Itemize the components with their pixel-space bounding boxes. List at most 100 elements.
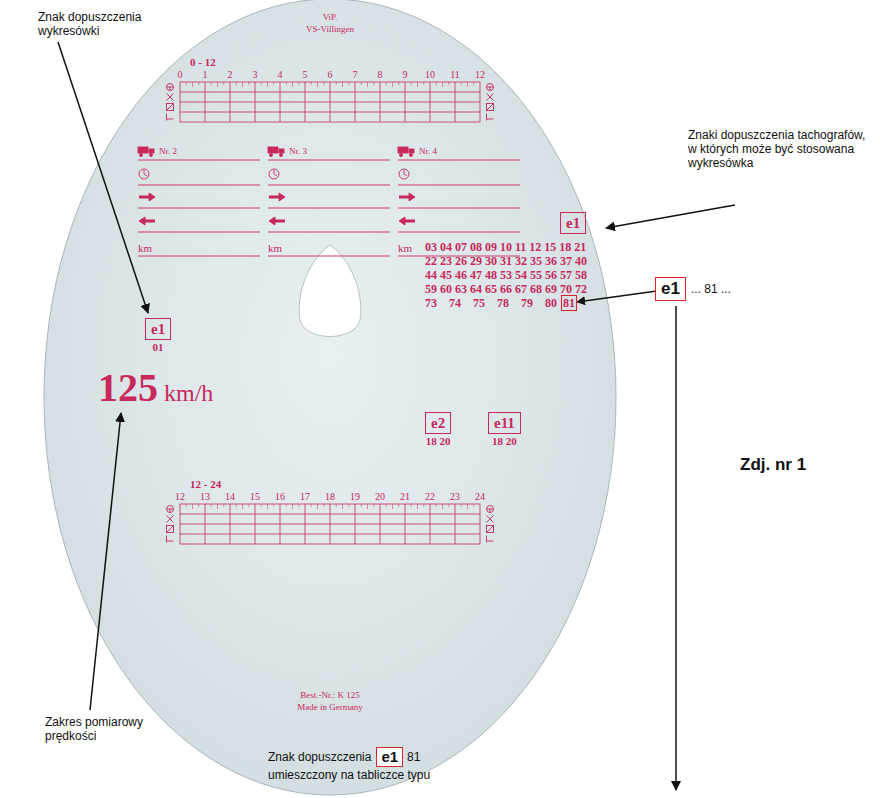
activity-icon <box>167 516 174 523</box>
callout-mark-box: e1... 81 ... <box>655 277 686 301</box>
grid-tick <box>242 82 243 87</box>
grid-hour-line <box>430 82 431 122</box>
arrow-left-icon <box>274 220 285 223</box>
vehicle-panel <box>138 147 260 256</box>
mark-text: e1 <box>566 215 580 231</box>
grid-tick <box>473 82 474 85</box>
grid-tick <box>273 82 274 85</box>
grid-tick <box>361 82 362 85</box>
activity-icon <box>487 84 494 91</box>
entry-line <box>138 208 260 209</box>
grid-tick <box>198 504 199 507</box>
entry-line <box>138 185 260 186</box>
truck-icon <box>138 147 148 153</box>
clock-icon <box>399 169 409 179</box>
label-text: 44 45 46 47 48 53 54 55 56 57 58 <box>425 268 587 282</box>
grid-tick <box>323 82 324 85</box>
entry-line <box>268 160 390 161</box>
label-text: 12 <box>475 69 485 80</box>
label-text: 11 <box>450 69 460 80</box>
mark-number: 01 <box>153 341 164 353</box>
availability-icon <box>167 104 174 111</box>
grid-hour-line <box>330 82 331 122</box>
clock-icon <box>274 170 277 176</box>
grid-tick <box>336 504 337 507</box>
hammers-icon <box>487 516 494 523</box>
grid-hour-line <box>280 82 281 122</box>
label-text: 22 <box>425 491 435 502</box>
arrow-right-icon <box>279 193 285 201</box>
grid-tick <box>423 504 424 507</box>
label-text: 03 04 07 08 09 10 11 12 15 18 21 <box>425 240 586 254</box>
entry-line <box>398 208 520 209</box>
grid-tick <box>317 504 318 509</box>
grid-tick <box>411 82 412 85</box>
grid-tick <box>423 82 424 85</box>
rest-icon <box>487 541 494 542</box>
grid-tick <box>392 504 393 509</box>
grid-tick <box>286 504 287 507</box>
entry-line <box>268 208 390 209</box>
grid-tick <box>317 82 318 87</box>
label-text: 19 <box>350 491 360 502</box>
label-text: 10 <box>425 69 435 80</box>
label-text: Znak dopuszczenia wykresówki <box>38 10 168 38</box>
mark-text: e1 <box>661 279 680 298</box>
clock-icon <box>404 170 407 176</box>
truck-wheel <box>410 154 413 157</box>
grid-tick <box>298 504 299 507</box>
leader-arrow <box>58 42 148 313</box>
grid-tick <box>348 82 349 85</box>
arrow-right-icon <box>139 196 150 199</box>
truck-icon <box>409 149 414 153</box>
center-hole <box>299 245 361 337</box>
entry-line <box>138 232 260 233</box>
steering-wheel-icon <box>170 87 171 91</box>
label-text: Best.-Nr.: K 125 <box>300 690 360 701</box>
label-text: 21 <box>400 491 410 502</box>
arrow-right-icon <box>409 193 415 201</box>
approval-mark-box: e1118 20 <box>488 412 521 434</box>
grid-tick <box>192 504 193 509</box>
label-text: Zakres pomiarowy prędkości <box>45 715 160 743</box>
grid-tick <box>311 82 312 85</box>
grid-hour-line <box>205 82 206 122</box>
label-text: 18 <box>325 491 335 502</box>
inline-mark-box: e1 <box>376 747 403 767</box>
activity-icon <box>167 94 174 101</box>
time-grid <box>167 82 494 122</box>
label-text: ViP. <box>323 12 338 23</box>
label-text: 0 <box>178 69 183 80</box>
activity-icon <box>487 94 494 101</box>
grid-hour-line <box>205 504 206 544</box>
grid-tick <box>286 82 287 85</box>
truck-icon <box>398 147 408 153</box>
steering-wheel-icon <box>490 509 491 513</box>
clock-icon <box>144 170 147 176</box>
grid-hour-line <box>455 82 456 122</box>
label-text: 5 <box>303 69 308 80</box>
grid-tick <box>186 504 187 507</box>
truck-icon <box>279 149 284 153</box>
mark-text: e11 <box>494 415 515 431</box>
truck-icon <box>268 147 278 153</box>
grid-tick <box>473 504 474 507</box>
label-text: Nr. 4 <box>419 146 437 157</box>
label-text: Nr. 2 <box>159 146 177 157</box>
grid-tick <box>217 504 218 509</box>
hammers-icon <box>167 94 174 101</box>
grid-tick <box>292 504 293 509</box>
grid-tick <box>223 82 224 85</box>
label-text: km <box>268 242 282 254</box>
activity-icon <box>167 114 174 121</box>
grid-hour-line <box>230 82 231 122</box>
hammers-icon <box>167 516 174 523</box>
grid-tick <box>373 504 374 507</box>
rest-icon <box>167 119 174 120</box>
grid-hour-line <box>305 504 306 544</box>
availability-icon <box>167 526 174 533</box>
steering-wheel-icon <box>167 506 174 513</box>
grid-tick <box>198 82 199 85</box>
label-text: VS-Villingen <box>306 24 354 35</box>
entry-line <box>268 232 390 233</box>
